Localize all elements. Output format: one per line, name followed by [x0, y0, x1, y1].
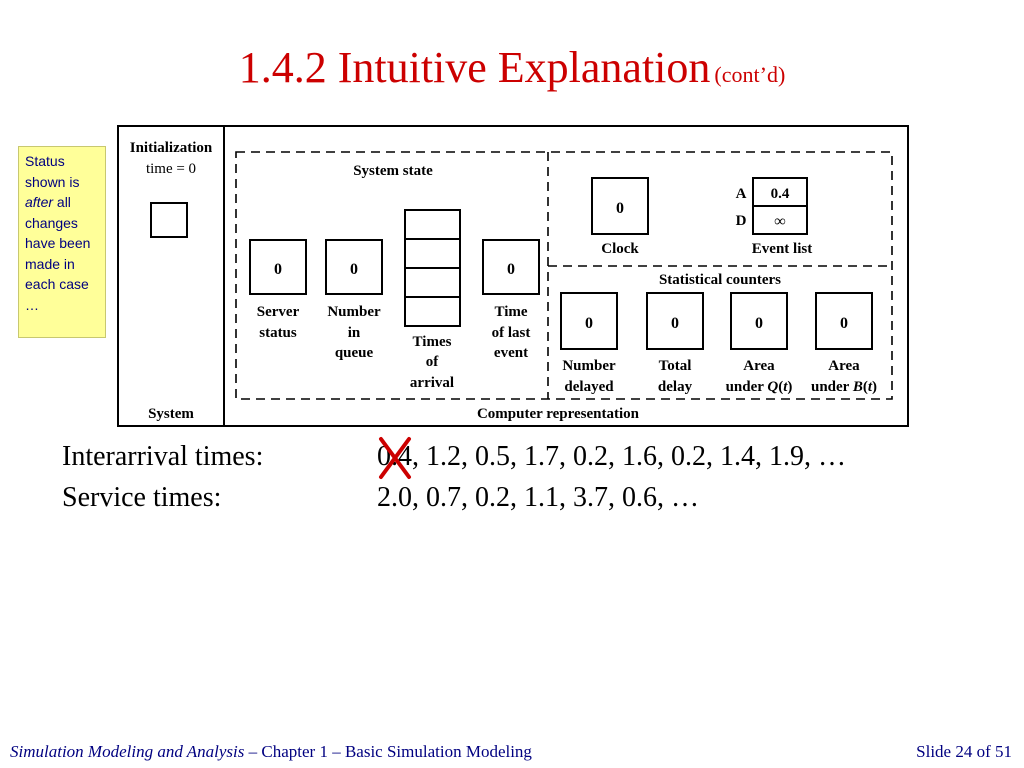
note-line2: all changes have been made in each case …: [25, 194, 91, 313]
area-q-box: [730, 292, 788, 350]
times-of-arrival-label-1: Times: [413, 334, 452, 350]
times-of-arrival-stack: [404, 209, 461, 327]
total-delay-label-1: Total: [659, 358, 692, 374]
title-main: 1.4.2 Intuitive Explanation: [238, 43, 711, 92]
total-delay-label-2: delay: [658, 379, 693, 395]
area-b-box: [815, 292, 873, 350]
event-list-a-cell: [752, 177, 808, 207]
system-box: [150, 202, 188, 238]
area-q-value: 0: [755, 315, 763, 332]
footer-left: Simulation Modeling and Analysis – Chapt…: [10, 742, 532, 762]
number-in-queue-label-1: Number: [327, 304, 381, 320]
title-suffix: (cont’d): [714, 62, 786, 87]
computer-rep-frame: [235, 151, 893, 400]
times-of-arrival-label-2: of: [426, 354, 440, 370]
number-delayed-label-1: Number: [562, 358, 616, 374]
number-in-queue-box: [325, 239, 383, 295]
event-list-label: Event list: [752, 241, 812, 257]
event-list-d-cell: [752, 205, 808, 235]
event-list-d-value: ∞: [774, 213, 785, 230]
computer-rep-label: Computer representation: [477, 406, 640, 422]
number-delayed-value: 0: [585, 315, 593, 332]
area-b-label-2: under B(t): [811, 379, 877, 395]
status-note: Status shown is after all changes have b…: [18, 146, 106, 338]
times-of-arrival-label-3: arrival: [410, 375, 454, 391]
area-q-label-1: Area: [743, 358, 775, 374]
arrival-cell: [404, 296, 461, 327]
init-label-1: Initialization: [130, 140, 213, 156]
simulation-state-diagram: Initialization time = 0 System Computer …: [117, 125, 909, 427]
slide-title: 1.4.2 Intuitive Explanation (cont’d): [0, 42, 1024, 93]
arrival-cell: [404, 238, 461, 269]
number-delayed-box: [560, 292, 618, 350]
total-delay-box: [646, 292, 704, 350]
event-list-d-label: D: [736, 213, 747, 229]
server-status-value: 0: [274, 261, 282, 278]
init-label-2: time = 0: [146, 161, 196, 177]
footer-book: Simulation Modeling and Analysis: [10, 742, 245, 761]
event-list-a-label: A: [736, 186, 747, 202]
system-state-label: System state: [353, 163, 433, 179]
time-last-event-label-2: of last: [492, 325, 531, 341]
interarrival-label: Interarrival times:: [62, 441, 264, 472]
total-delay-value: 0: [671, 315, 679, 332]
interarrival-values: 0.4, 1.2, 0.5, 1.7, 0.2, 1.6, 0.2, 1.4, …: [377, 441, 846, 472]
time-last-event-box: [482, 239, 540, 295]
server-status-label-2: status: [259, 325, 297, 341]
service-values: 2.0, 0.7, 0.2, 1.1, 3.7, 0.6, …: [377, 482, 699, 513]
number-in-queue-label-3: queue: [335, 345, 374, 361]
time-last-event-label-3: event: [494, 345, 528, 361]
system-label: System: [148, 406, 194, 422]
number-in-queue-label-2: in: [348, 325, 361, 341]
clock-value: 0: [616, 200, 624, 217]
number-delayed-label-2: delayed: [564, 379, 614, 395]
service-label: Service times:: [62, 482, 222, 513]
clock-label: Clock: [601, 241, 639, 257]
area-b-label-1: Area: [828, 358, 860, 374]
area-b-value: 0: [840, 315, 848, 332]
clock-box: [591, 177, 649, 235]
number-in-queue-value: 0: [350, 261, 358, 278]
footer-chapter: – Chapter 1 – Basic Simulation Modeling: [244, 742, 532, 761]
time-last-event-value: 0: [507, 261, 515, 278]
arrival-cell: [404, 209, 461, 240]
event-list-a-value: 0.4: [771, 186, 790, 202]
area-q-label-2: under Q(t): [726, 379, 793, 395]
outer-frame: [117, 125, 909, 427]
server-status-label-1: Server: [257, 304, 300, 320]
arrival-cell: [404, 267, 461, 298]
slide-number: Slide 24 of 51: [916, 742, 1012, 761]
statistical-counters-label: Statistical counters: [659, 272, 781, 288]
note-emphasis: after: [25, 194, 54, 210]
time-last-event-label-1: Time: [494, 304, 527, 320]
note-line1: Status shown is: [25, 153, 80, 190]
server-status-box: [249, 239, 307, 295]
cross-out-icon: [379, 437, 411, 479]
